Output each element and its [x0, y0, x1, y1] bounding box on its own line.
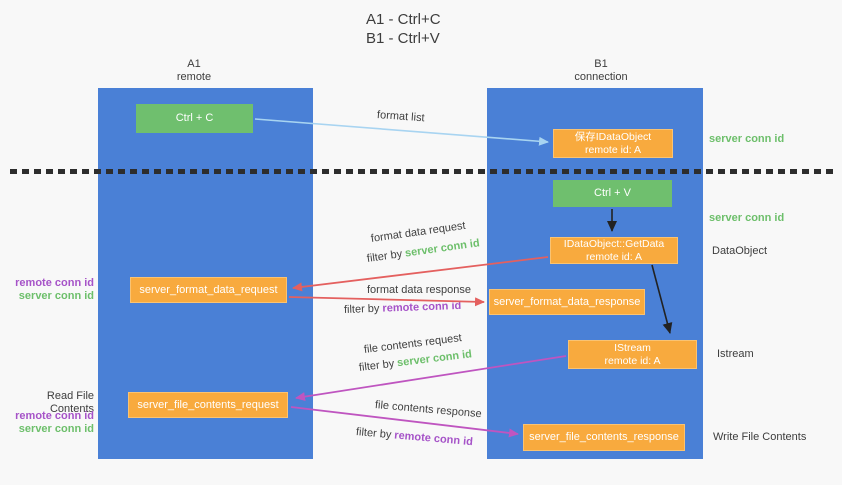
format-request-label: server_format_data_request: [139, 283, 278, 296]
remote-conn-id-value: remote conn id: [393, 429, 474, 449]
write-file-contents-label: Write File Contents: [713, 431, 807, 443]
node-server-file-contents-response: server_file_contents_response: [523, 424, 685, 451]
server-conn-id-format-label: server conn id: [18, 290, 94, 302]
remote-conn-id-file-label: remote conn id: [15, 410, 94, 422]
node-save-idataobject: 保存IDataObject remote id: A: [553, 129, 673, 158]
node-ctrl-c: Ctrl + C: [136, 104, 253, 133]
lane-b1-name: connection: [574, 71, 628, 83]
format-response-label: server_format_data_response: [493, 295, 641, 308]
save-idataobject-line1: 保存IDataObject: [574, 130, 652, 143]
file-request-label: server_file_contents_request: [137, 398, 279, 411]
remote-conn-id-format-label: remote conn id: [15, 277, 94, 289]
format-conn-id-labels: remote conn id server conn id: [0, 277, 94, 303]
title-line-a1: A1 - Ctrl+C: [366, 11, 441, 28]
server-conn-id-value: server conn id: [396, 348, 473, 370]
dataobject-label: DataObject: [712, 245, 768, 257]
filter-by-text: filter by: [366, 248, 403, 265]
filter-by-text: filter by: [355, 426, 392, 442]
node-server-file-contents-request: server_file_contents_request: [128, 392, 288, 418]
filter-by-text: filter by: [343, 302, 380, 316]
server-conn-id-top-label: server conn id: [709, 133, 785, 145]
istream-side-label: Istream: [717, 348, 754, 360]
lane-a1-id: A1: [187, 58, 201, 70]
node-idataobject-getdata: IDataObject::GetData remote id: A: [550, 237, 678, 264]
remote-conn-id-value: remote conn id: [382, 299, 462, 315]
file-response-label: server_file_contents_response: [529, 431, 679, 443]
filter-by-text: filter by: [358, 357, 395, 374]
lane-b1-id: B1: [594, 58, 608, 70]
ctrl-v-label: Ctrl + V: [594, 187, 631, 199]
lane-header-b1: B1 connection: [541, 58, 661, 84]
istream-line2: remote id: A: [604, 354, 661, 367]
machine-divider-dotted-line: [10, 169, 834, 174]
format-list-arrow-label: format list: [376, 109, 425, 125]
lane-header-a1: A1 remote: [134, 58, 254, 84]
lane-a1-name: remote: [176, 71, 212, 83]
getdata-line2: remote id: A: [585, 250, 643, 263]
node-server-format-data-request: server_format_data_request: [130, 277, 287, 303]
read-file-contents-label: Read File Contents: [46, 390, 94, 415]
format-data-response-arrow-label: format data response: [367, 284, 471, 296]
node-server-format-data-response: server_format_data_response: [489, 289, 645, 315]
istream-line1: IStream: [614, 341, 651, 354]
file-conn-id-labels: remote conn id server conn id: [0, 410, 94, 436]
ctrl-c-label: Ctrl + C: [175, 112, 214, 124]
server-conn-id-value: server conn id: [404, 237, 481, 260]
file-contents-response-arrow-label: file contents response: [374, 399, 483, 421]
diagram-title: A1 - Ctrl+C B1 - Ctrl+V: [366, 10, 441, 48]
save-idataobject-line2: remote id: A: [584, 143, 642, 156]
server-conn-id-file-label: server conn id: [18, 423, 94, 435]
getdata-line1: IDataObject::GetData: [563, 237, 665, 250]
node-ctrl-v: Ctrl + V: [553, 180, 672, 207]
server-conn-id-mid-label: server conn id: [709, 212, 785, 224]
node-istream: IStream remote id: A: [568, 340, 697, 369]
title-line-b1: B1 - Ctrl+V: [366, 30, 440, 47]
